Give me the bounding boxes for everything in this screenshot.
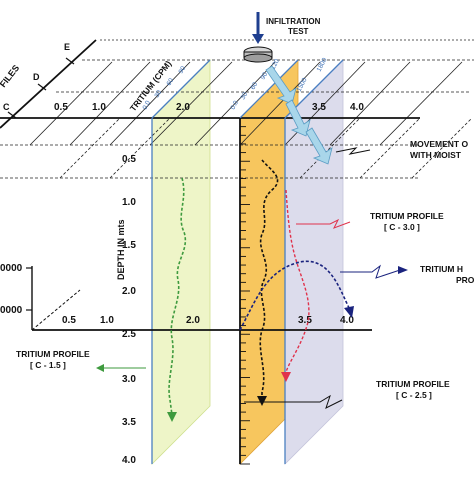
profile-curve-c30 — [285, 189, 310, 373]
callout-c25: TRITIUM PROFILE [ C - 2.5 ] — [244, 379, 450, 409]
left-axis-value-0: 0000 — [0, 263, 23, 274]
depth-axis-label: DEPTH IN mts — [116, 219, 126, 280]
depth-tick-1: 1.0 — [122, 197, 136, 208]
cpm-b-2: 60 — [250, 81, 260, 91]
movement-label-1: MOVEMENT O — [410, 139, 468, 149]
cpm-c-1: 1800 — [316, 57, 329, 73]
distance-bottom-tick-3: 3.5 — [298, 315, 312, 326]
infiltration-label-1: INFILTRATION — [266, 17, 321, 26]
distance-top-tick-4: 4.0 — [350, 102, 364, 113]
profile-c30-label-2: [ C - 3.0 ] — [384, 222, 420, 232]
profile-c15-label-1: TRITIUM PROFILE — [16, 349, 90, 359]
profile-h-arrowhead — [344, 306, 354, 318]
callout-c30: TRITIUM PROFILE [ C - 3.0 ] — [296, 211, 444, 232]
depth-tick-4: 2.5 — [122, 329, 136, 340]
distance-top-tick-1: 1.0 — [92, 102, 106, 113]
top-plane-grid — [0, 39, 474, 179]
distance-bottom-tick-0: 0.5 — [62, 315, 76, 326]
profile-c25-label-2: [ C - 2.5 ] — [396, 390, 432, 400]
distance-bottom-tick-4: 4.0 — [340, 315, 354, 326]
profile-curve-c25 — [259, 159, 279, 398]
profile-c15-arrowhead — [167, 412, 177, 422]
cpm-scale-b: 0.0 30 60 90 120 — [230, 58, 281, 111]
panel-axes — [151, 59, 344, 464]
infiltrometer-base — [243, 53, 273, 63]
callout-h: TRITIUM H PRO — [340, 264, 474, 285]
infiltration-test: INFILTRATION TEST — [243, 12, 321, 63]
cpm-a-0: 0.0 — [142, 99, 153, 111]
profiles-axis — [0, 39, 97, 129]
callout-movement: MOVEMENT O WITH MOIST — [335, 139, 468, 160]
left-axis-value-1: 0000 — [0, 305, 23, 316]
profile-curve-c15 — [168, 177, 187, 416]
profile-c30-arrowhead — [281, 372, 291, 382]
cpm-a-2: 60 — [166, 77, 176, 87]
distance-top-tick-0: 0.5 — [54, 102, 68, 113]
cpm-scale-a: 0.0 30 60 90 — [142, 65, 188, 111]
infiltration-label-2: TEST — [288, 27, 309, 36]
panel-c15 — [151, 59, 211, 465]
profile-c15-label-2: [ C - 1.5 ] — [30, 360, 66, 370]
profile-point-e: E — [64, 42, 70, 52]
profile-c25-arrowhead — [257, 396, 267, 406]
distance-bottom-tick-1: 1.0 — [100, 315, 114, 326]
profile-c25-label-1: TRITIUM PROFILE — [376, 379, 450, 389]
depth-tick-6: 3.5 — [122, 417, 136, 428]
cpm-b-4: 120 — [270, 58, 281, 71]
infiltration-arrow-head — [252, 34, 264, 44]
depth-tick-3: 2.0 — [122, 286, 136, 297]
tritium-h-label-1: TRITIUM H — [420, 264, 463, 274]
depth-tick-0: 0.5 — [122, 154, 136, 165]
panel-c15-fill — [151, 59, 211, 465]
cpm-b-0: 0.0 — [230, 99, 241, 111]
moisture-arrow-2 — [285, 99, 311, 137]
distance-top-tick-3: 3.5 — [312, 102, 326, 113]
depth-tick-5: 3.0 — [122, 374, 136, 385]
depth-tick-labels: 0.5 1.0 1.5 2.0 2.5 3.0 3.5 4.0 — [122, 154, 136, 466]
distance-top-tick-2: 2.0 — [176, 102, 190, 113]
depth-tick-2: 1.5 — [122, 240, 136, 251]
profile-point-c: C — [3, 102, 10, 112]
cpm-a-3: 90 — [178, 65, 188, 75]
profile-c30-label-1: TRITIUM PROFILE — [370, 211, 444, 221]
profile-curve-h — [239, 260, 351, 331]
tritium-h-label-2: PRO — [456, 275, 474, 285]
profiles-axis-label: FILES — [0, 63, 21, 89]
cpm-b-1: 30 — [240, 91, 250, 101]
moisture-arrows — [265, 65, 333, 165]
depth-tick-7: 4.0 — [122, 455, 136, 466]
callout-c15: TRITIUM PROFILE [ C - 1.5 ] — [16, 349, 146, 372]
profile-point-d: D — [33, 72, 40, 82]
depth-axis — [239, 118, 250, 465]
cpm-b-3: 90 — [260, 71, 270, 81]
movement-label-2: WITH MOIST — [410, 150, 462, 160]
moisture-arrow-1 — [265, 65, 297, 105]
lower-axes — [26, 266, 372, 331]
cpm-a-1: 30 — [154, 89, 164, 99]
distance-bottom-tick-2: 2.0 — [186, 315, 200, 326]
moisture-arrow-3 — [305, 127, 333, 165]
